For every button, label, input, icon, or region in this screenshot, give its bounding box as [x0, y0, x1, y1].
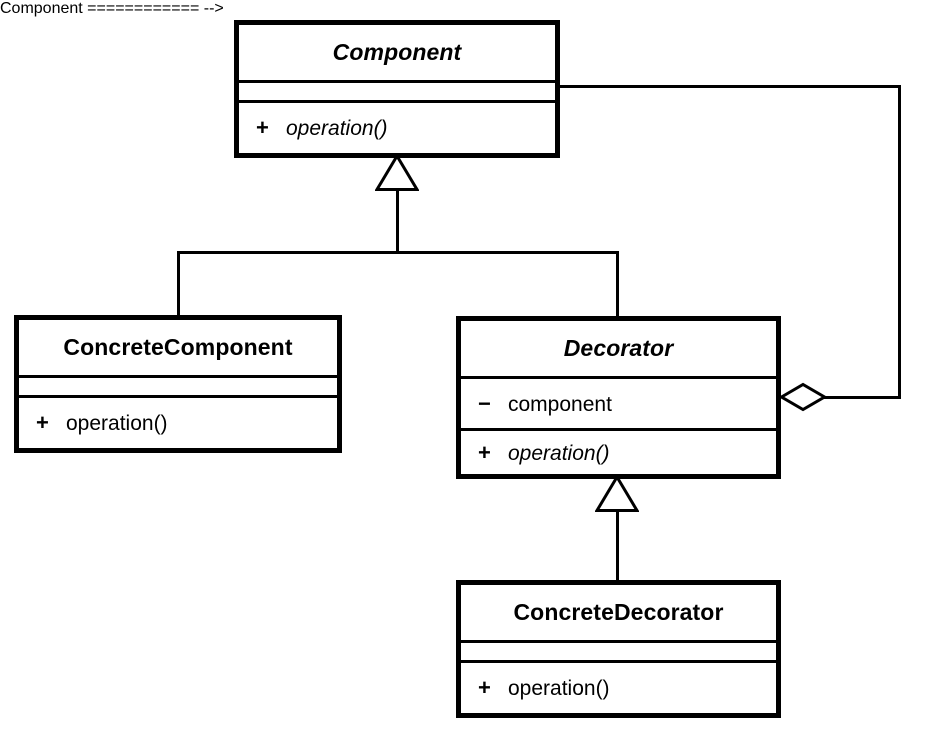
generalization-branch-concrete-component	[177, 251, 180, 318]
aggregation-edge-top-segment	[557, 85, 901, 88]
aggregation-edge-bottom-segment	[822, 396, 901, 399]
operation-row-component-operation: + operation()	[239, 115, 388, 141]
class-name-concrete-decorator: ConcreteDecorator	[513, 599, 724, 625]
operation-row-decorator-operation: + operation()	[461, 440, 610, 466]
visibility-marker: +	[478, 439, 491, 465]
generalization-bus	[177, 251, 619, 254]
class-box-component[interactable]: Component + operation()	[234, 20, 560, 158]
class-name-compartment-concrete-decorator: ConcreteDecorator	[461, 585, 776, 640]
operation-row-concrete-component-operation: + operation()	[19, 410, 168, 436]
visibility-marker: +	[256, 115, 269, 140]
visibility-marker: −	[478, 390, 491, 416]
operation-label: operation()	[508, 677, 610, 700]
class-name-component: Component	[332, 39, 462, 65]
class-operations-compartment-component: + operation()	[239, 100, 555, 153]
hollow-triangle-icon-component	[374, 153, 420, 192]
visibility-marker: +	[478, 675, 491, 700]
operation-row-concrete-decorator-operation: + operation()	[461, 675, 610, 701]
attribute-row-decorator-component: − component	[461, 391, 612, 417]
hollow-diamond-icon	[778, 382, 828, 412]
class-name-compartment-decorator: Decorator	[461, 321, 776, 376]
aggregation-edge-right-segment	[898, 85, 901, 397]
class-attributes-compartment-concrete-component	[19, 375, 337, 395]
class-name-compartment-concrete-component: ConcreteComponent	[19, 320, 337, 375]
class-attributes-compartment-decorator: − component	[461, 376, 776, 428]
class-box-decorator[interactable]: Decorator − component + operation()	[456, 316, 781, 479]
class-attributes-compartment-component	[239, 80, 555, 100]
class-operations-compartment-concrete-decorator: + operation()	[461, 660, 776, 713]
generalization-stem-component	[396, 186, 399, 254]
class-operations-compartment-concrete-component: + operation()	[19, 395, 337, 448]
class-name-compartment-component: Component	[239, 25, 555, 80]
class-name-concrete-component: ConcreteComponent	[63, 334, 293, 360]
class-operations-compartment-decorator: + operation()	[461, 428, 776, 474]
operation-label: operation()	[286, 117, 388, 140]
visibility-marker: +	[36, 410, 49, 435]
attribute-label: component	[508, 392, 612, 416]
hollow-triangle-icon-decorator	[594, 474, 640, 513]
class-box-concrete-decorator[interactable]: ConcreteDecorator + operation()	[456, 580, 781, 718]
class-name-decorator: Decorator	[563, 335, 674, 361]
generalization-stem-decorator	[616, 510, 619, 582]
operation-label: operation()	[66, 412, 168, 435]
class-box-concrete-component[interactable]: ConcreteComponent + operation()	[14, 315, 342, 453]
class-attributes-compartment-concrete-decorator	[461, 640, 776, 660]
generalization-branch-decorator	[616, 251, 619, 318]
operation-label: operation()	[508, 441, 610, 465]
